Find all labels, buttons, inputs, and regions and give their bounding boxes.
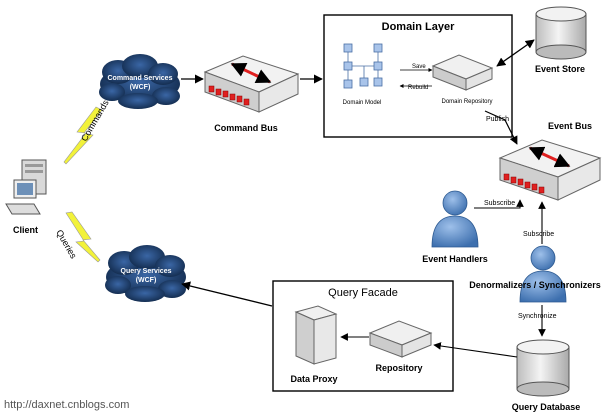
repository-icon (368, 320, 433, 358)
domain-to-event-store-edge (496, 39, 535, 67)
query-services-cloud-icon (105, 245, 186, 302)
data-proxy-label: Data Proxy (290, 374, 337, 384)
event-handlers-person-icon (431, 190, 479, 248)
domain-repository-label: Domain Repository (441, 99, 492, 105)
synchronize-edge-label: Synchronize (518, 313, 557, 320)
querydb-to-repository-edge (433, 342, 518, 358)
queries-edge-label: Queries (54, 228, 79, 261)
domain-layer-title: Domain Layer (382, 21, 455, 33)
query-services-label: Query Services (121, 268, 172, 275)
command-services-label: Command Services (108, 75, 173, 82)
command-bus-label: Command Bus (214, 123, 278, 133)
command-services-sublabel: (WCF) (130, 84, 151, 91)
event-bus-icon (498, 139, 602, 201)
query-database-label: Query Database (512, 402, 581, 412)
domain-repository-icon (431, 54, 494, 91)
event-handlers-label: Event Handlers (422, 254, 488, 264)
commands-edge-label: Commands (79, 98, 111, 143)
query-database-icon (516, 339, 570, 397)
subscribe-handlers-label: Subscribe (484, 200, 515, 207)
query-facade-title: Query Facade (328, 287, 398, 299)
domain-model-label: Domain Model (343, 100, 382, 106)
rebuild-edge-label: Rebuild (408, 85, 428, 91)
event-store-database-icon (535, 6, 587, 60)
command-services-cloud-icon (99, 54, 180, 109)
query-services-sublabel: (WCF) (136, 277, 157, 284)
client-computer-icon (5, 159, 47, 215)
facade-to-query-services-edge (181, 281, 273, 307)
publish-edge (484, 110, 518, 145)
save-edge-label: Save (412, 64, 426, 70)
watermark: http://daxnet.cnblogs.com (4, 399, 129, 411)
event-store-label: Event Store (535, 64, 585, 74)
subscribe-handlers-edge (474, 199, 524, 209)
event-bus-label: Event Bus (548, 121, 592, 131)
command-bus-icon (203, 55, 300, 113)
commands-lightning-icon (63, 106, 103, 165)
denormalizers-label: Denormalizers / Synchronizers (469, 280, 601, 290)
client-label: Client (13, 225, 38, 235)
publish-edge-label: Publish (486, 116, 509, 123)
queries-lightning-icon (65, 211, 101, 263)
subscribe-denormalizers-label: Subscribe (523, 231, 554, 238)
repository-label: Repository (375, 363, 422, 373)
domain-model-icon (343, 43, 383, 89)
denormalizers-person-icon (519, 245, 567, 303)
data-proxy-server-icon (294, 305, 338, 365)
